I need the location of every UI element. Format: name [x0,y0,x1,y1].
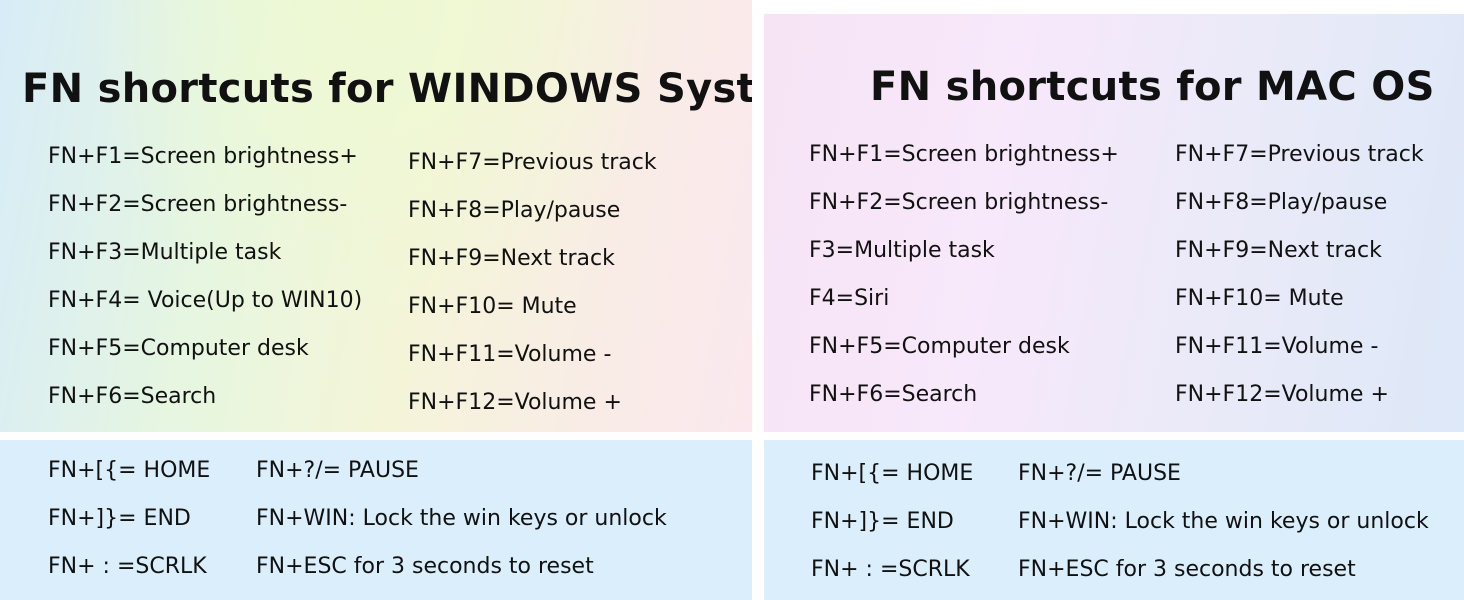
windows-extra-shortcuts-panel: FN+[{= HOME FN+]}= END FN+ : =SCRLK FN+?… [0,440,752,600]
mac-shortcuts-panel: FN shortcuts for MAC OS FN+F1=Screen bri… [764,14,1464,432]
shortcut-item: FN+F11=Volume - [408,342,612,367]
mac-extra-shortcuts-panel: FN+[{= HOME FN+]}= END FN+ : =SCRLK FN+?… [764,440,1464,600]
shortcut-item: FN+F12=Volume + [1175,382,1389,407]
shortcut-item: F4=Siri [809,286,890,311]
shortcut-item: FN+F8=Play/pause [1175,190,1388,215]
shortcut-item: FN+ESC for 3 seconds to reset [1018,557,1356,582]
shortcut-item: FN+F12=Volume + [408,390,622,415]
shortcut-item: FN+]}= END [48,506,191,531]
shortcut-item: FN+?/= PAUSE [256,458,419,483]
shortcut-item: FN+F7=Previous track [1175,142,1424,167]
shortcut-item: FN+F3=Multiple task [48,240,282,265]
shortcut-item: FN+F1=Screen brightness+ [809,142,1119,167]
shortcut-item: FN+F6=Search [48,384,217,409]
shortcut-item: F3=Multiple task [809,238,995,263]
shortcut-item: FN+F10= Mute [408,294,577,319]
shortcut-item: FN+F2=Screen brightness- [809,190,1109,215]
shortcut-item: FN+F4= Voice(Up to WIN10) [48,288,363,313]
mac-title: FN shortcuts for MAC OS [870,64,1435,110]
shortcut-item: FN+WIN: Lock the win keys or unlock [1018,509,1429,534]
shortcut-item: FN+F9=Next track [408,246,615,271]
shortcut-item: FN+ : =SCRLK [811,557,970,582]
shortcut-item: FN+F5=Computer desk [809,334,1070,359]
shortcut-item: FN+[{= HOME [811,461,974,486]
shortcut-item: FN+F9=Next track [1175,238,1382,263]
shortcut-item: FN+ESC for 3 seconds to reset [256,554,594,579]
shortcut-item: FN+ : =SCRLK [48,554,207,579]
shortcut-item: FN+?/= PAUSE [1018,461,1181,486]
shortcut-item: FN+F1=Screen brightness+ [48,144,358,169]
shortcut-item: FN+[{= HOME [48,458,211,483]
shortcut-item: FN+F5=Computer desk [48,336,309,361]
shortcut-item: FN+F7=Previous track [408,150,657,175]
shortcut-item: FN+]}= END [811,509,954,534]
windows-shortcuts-panel: FN shortcuts for WINDOWS System FN+F1=Sc… [0,0,752,432]
shortcut-item: FN+F6=Search [809,382,978,407]
shortcut-item: FN+F10= Mute [1175,286,1344,311]
shortcut-item: FN+WIN: Lock the win keys or unlock [256,506,667,531]
shortcut-item: FN+F2=Screen brightness- [48,192,348,217]
shortcut-item: FN+F11=Volume - [1175,334,1379,359]
windows-title: FN shortcuts for WINDOWS System [22,66,752,112]
shortcut-item: FN+F8=Play/pause [408,198,621,223]
